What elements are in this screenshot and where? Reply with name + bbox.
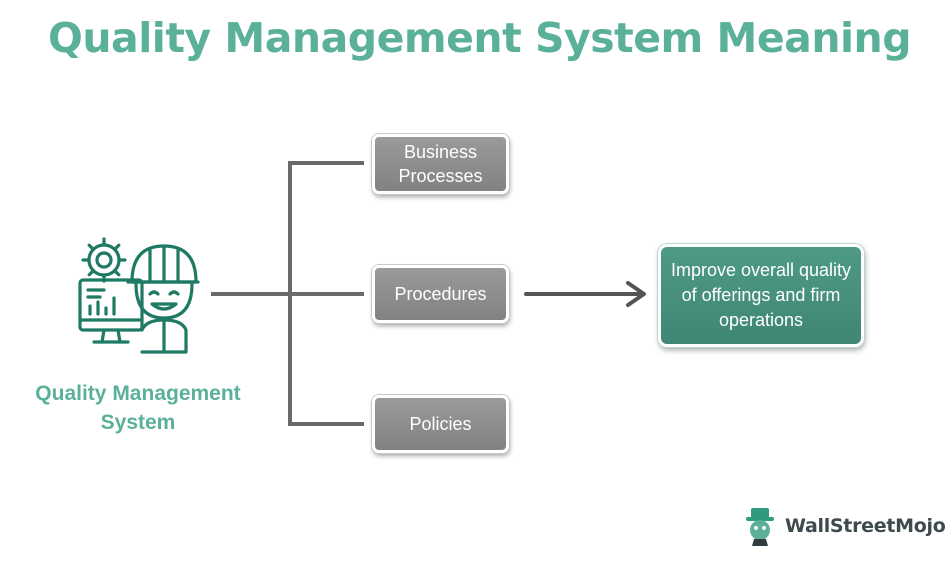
- outcome-box: Improve overall quality of offerings and…: [658, 244, 864, 347]
- outcome-line: Improve overall: [670, 260, 794, 280]
- component-box-policies: Policies: [372, 395, 509, 453]
- component-label-line: Processes: [398, 166, 483, 186]
- outcome-line: and firm operations: [718, 285, 841, 330]
- brand-name: WallStreetMojo: [785, 515, 946, 537]
- component-box-business-processes: Business Processes: [372, 134, 509, 194]
- component-label-line: Business: [403, 142, 478, 162]
- mojo-mascot-icon: [746, 508, 774, 546]
- brand-logo: WallStreetMojo: [740, 506, 946, 546]
- source-label-line: Quality Management: [35, 382, 241, 405]
- component-label: Policies: [409, 414, 472, 434]
- source-label-line: System: [100, 411, 176, 434]
- engineer-computer-gear-icon: [78, 237, 200, 354]
- page-title: Quality Management System Meaning: [48, 14, 912, 62]
- outcome-line: quality of offerings: [681, 260, 852, 305]
- component-label: Procedures: [394, 284, 487, 304]
- arrow-head: [626, 281, 646, 307]
- source-label: Quality Management System: [20, 379, 256, 437]
- component-box-procedures: Procedures: [372, 265, 509, 323]
